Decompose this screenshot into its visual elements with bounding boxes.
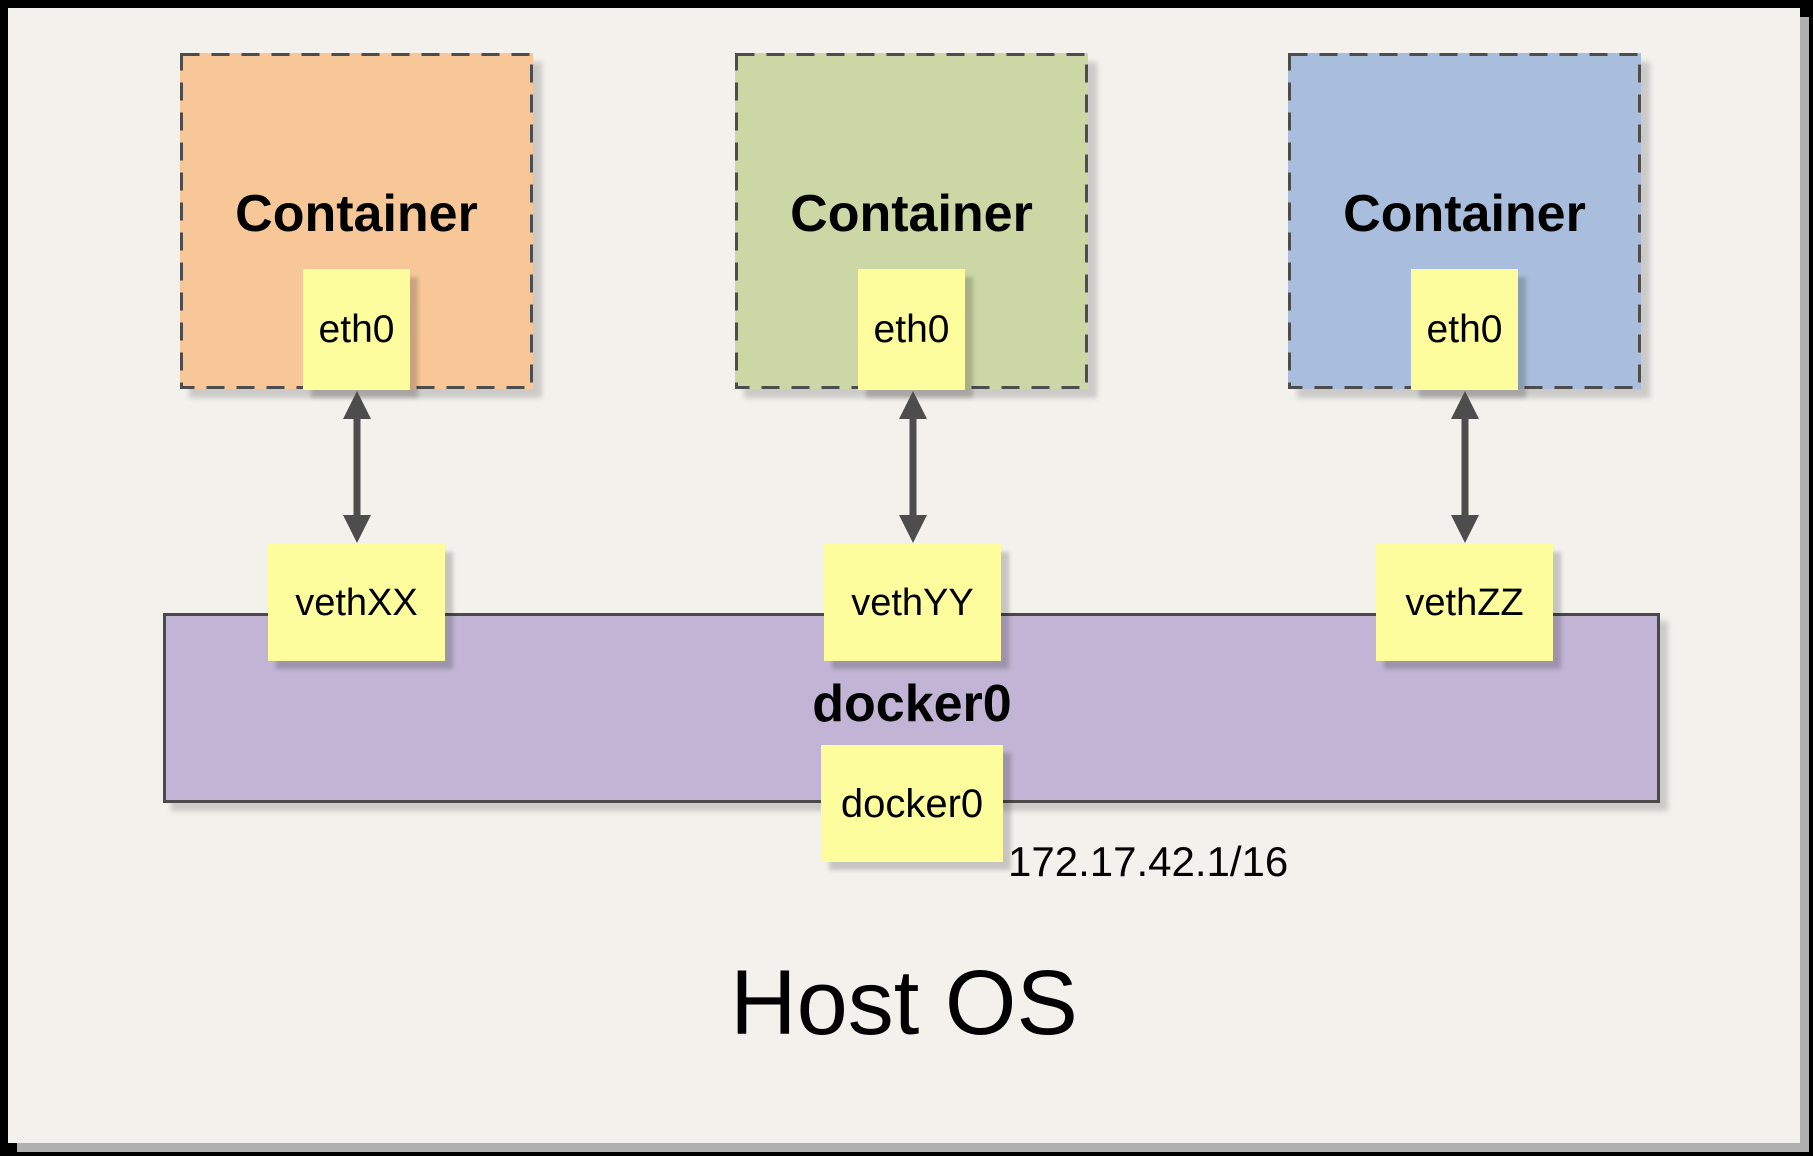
docker0-interface-node: docker0 (821, 745, 1003, 862)
eth0-interface-node: eth0 (303, 269, 410, 390)
double-arrow-icon (899, 391, 927, 543)
veth-node-3: vethZZ (1376, 544, 1553, 661)
veth-node-1: vethXX (268, 544, 445, 661)
veth-label: vethXX (295, 581, 418, 624)
host-os-label: Host OS (730, 952, 1078, 1054)
veth-node-2: vethYY (824, 544, 1001, 661)
double-arrow-icon (1451, 391, 1479, 543)
docker0-interface-label: docker0 (840, 781, 984, 826)
double-arrow-icon (343, 391, 371, 543)
container-label: Container (235, 185, 478, 243)
container-label: Container (790, 185, 1033, 243)
eth0-interface-node: eth0 (1411, 269, 1518, 390)
eth0-interface-node: eth0 (858, 269, 965, 390)
veth-label: vethZZ (1405, 581, 1524, 624)
diagram-canvas: Container eth0 Container eth0 Container … (8, 8, 1800, 1143)
eth0-label: eth0 (1426, 308, 1503, 351)
container-box-3: Container eth0 (1288, 53, 1641, 390)
container-box-2: Container eth0 (735, 53, 1088, 390)
veth-label: vethYY (851, 581, 974, 624)
eth0-label: eth0 (318, 308, 395, 351)
container-label: Container (1343, 185, 1586, 243)
docker0-bridge-label: docker0 (812, 675, 1012, 733)
container-box-1: Container eth0 (180, 53, 533, 390)
eth0-label: eth0 (873, 308, 950, 351)
bridge-ip-address: 172.17.42.1/16 (1008, 838, 1289, 885)
